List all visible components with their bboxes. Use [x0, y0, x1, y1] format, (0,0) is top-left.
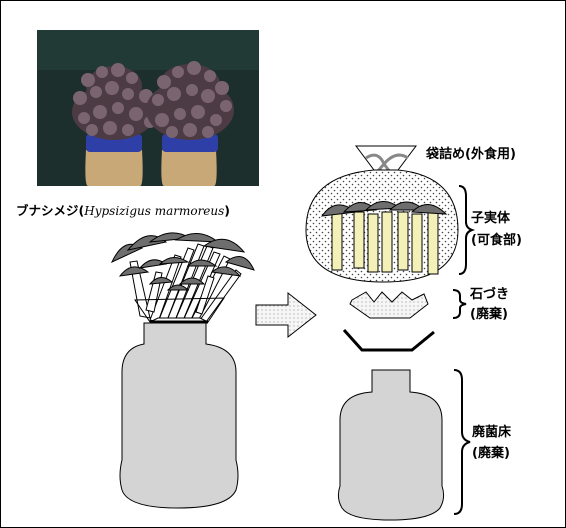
brace-fruit-body [459, 186, 472, 274]
process-arrow [256, 293, 316, 337]
mushroom-photo [37, 30, 259, 186]
brace-spent-bed [454, 370, 470, 514]
packaging-bag [306, 146, 458, 282]
brace-stone-base [453, 290, 466, 318]
species-label: ブナシメジ(Hypsizigus marmoreus) [16, 203, 230, 218]
species-sci: Hypsizigus marmoreus [83, 204, 224, 218]
spent-bottle [338, 370, 443, 520]
label-fruit-body-sub: (可食部) [471, 232, 522, 248]
label-fruit-body: 子実体 [471, 210, 511, 226]
label-spent-bed-sub: (廃棄) [472, 445, 510, 461]
label-stone-base-sub: (廃棄) [470, 306, 508, 322]
label-spent-bed: 廃菌床 [471, 424, 512, 440]
species-jp: ブナシメジ [16, 203, 79, 218]
whole-cluster-illustration [112, 233, 254, 508]
stone-base-piece [350, 292, 428, 318]
label-stone-base: 石づき [469, 286, 509, 302]
label-bagging: 袋詰め(外食用) [425, 146, 516, 162]
collar-piece [344, 330, 434, 350]
